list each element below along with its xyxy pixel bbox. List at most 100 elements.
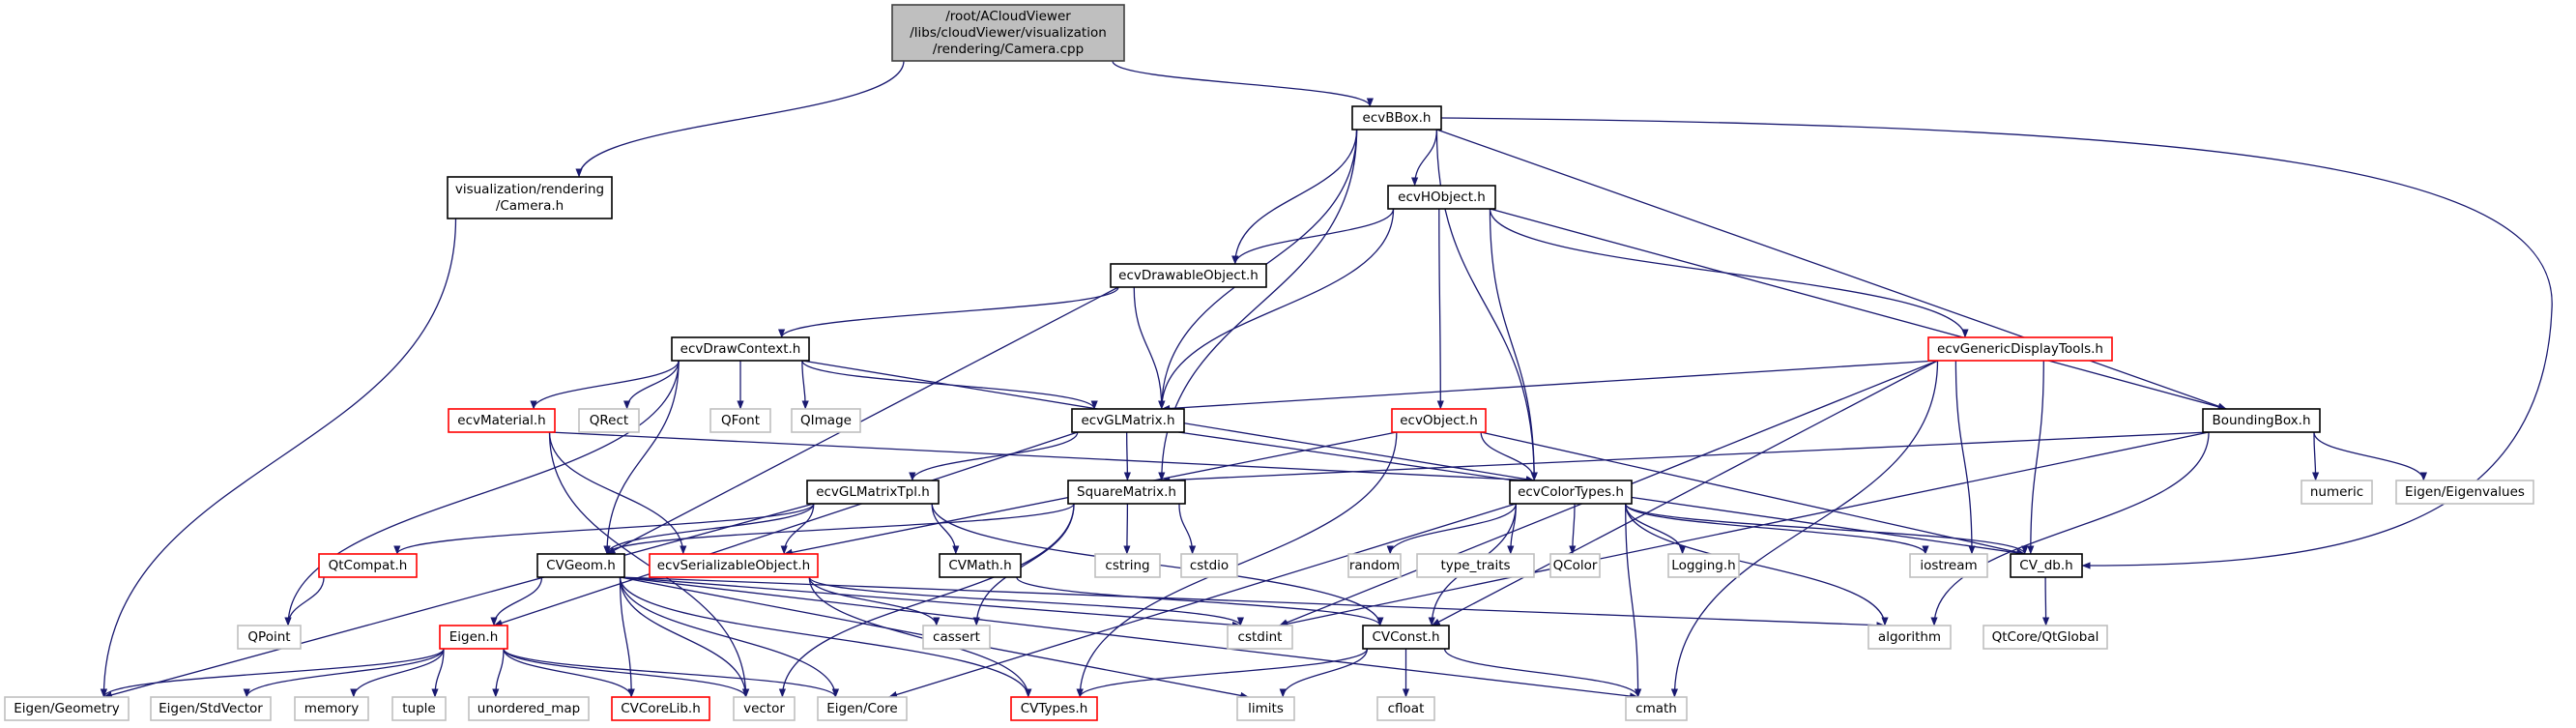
- node-box: [1983, 625, 2108, 650]
- edge-ecvhobject-to-ecvdrawableobject: [1231, 208, 1395, 265]
- node-ecvserializableobject[interactable]: ecvSerializableObject.h: [649, 553, 819, 578]
- edge-ecvbbox-to-boundingbox: [1436, 129, 2227, 410]
- node-label: ecvBBox.h: [1363, 110, 1432, 126]
- node-box: [294, 696, 369, 721]
- node-ecvgenericdisplaytools[interactable]: ecvGenericDisplayTools.h: [1927, 336, 2113, 362]
- node-label: CVConst.h: [1372, 629, 1439, 645]
- edge-ecvdrawcontext-to-qimage: [801, 360, 809, 410]
- node-logging: Logging.h: [1667, 553, 1740, 578]
- edge-qtcompat-to-qpoint: [284, 576, 325, 626]
- node-boundingbox[interactable]: BoundingBox.h: [2202, 408, 2321, 433]
- edge-ecvhobject-to-ecvobject: [1436, 208, 1444, 410]
- node-label: iostream: [1920, 558, 1977, 573]
- node-label: QImage: [800, 413, 852, 428]
- edge-ecvbbox-to-ecvhobject: [1411, 129, 1438, 187]
- edge-cvmath-to-cvconst: [1016, 576, 1384, 626]
- edge-ecvmaterial-to-ecvserializableobject: [548, 431, 687, 555]
- node-box: [1867, 625, 1952, 650]
- edge-ecvobject-to-ecvcolortypes: [1480, 431, 1538, 481]
- node-qfont: QFont: [709, 408, 771, 433]
- node-box: [237, 625, 302, 650]
- edge-ecvdrawableobject-to-ecvglmatrix: [1133, 286, 1166, 410]
- node-label: QFont: [721, 413, 760, 428]
- node-qtcompat[interactable]: QtCompat.h: [318, 553, 418, 578]
- node-label: /Camera.h: [496, 198, 564, 214]
- node-qtglobal: QtCore/QtGlobal: [1983, 625, 2108, 650]
- edge-squarematrix-to-cstdio: [1178, 503, 1197, 555]
- node-box: [2395, 480, 2534, 505]
- edge-eigenh-to-vector: [503, 648, 750, 698]
- edge-cvconst-to-cvtypes: [1076, 648, 1369, 698]
- node-label: /root/ACloudViewer: [945, 9, 1071, 24]
- node-camera-h[interactable]: visualization/rendering/Camera.h: [447, 176, 613, 219]
- node-box: [468, 696, 590, 721]
- node-root[interactable]: /root/ACloudViewer/libs/cloudViewer/visu…: [891, 4, 1125, 62]
- nodes-layer: /root/ACloudViewer/libs/cloudViewer/visu…: [4, 4, 2534, 721]
- node-label: Eigen/Core: [826, 701, 898, 716]
- node-label: cassert: [933, 629, 980, 645]
- node-ecvglmatrix[interactable]: ecvGLMatrix.h: [1071, 408, 1185, 433]
- node-box: [1509, 480, 1633, 505]
- edge-cvgeom-to-cstdint: [620, 576, 1241, 628]
- edge-eigenh-to-eigencore: [503, 648, 839, 698]
- node-ecvdrawcontext[interactable]: ecvDrawContext.h: [671, 336, 810, 362]
- node-ecvbbox[interactable]: ecvBBox.h: [1351, 105, 1442, 131]
- node-label: tuple: [402, 701, 435, 716]
- node-label: ecvDrawableObject.h: [1118, 268, 1259, 283]
- node-type-traits: type_traits: [1416, 553, 1535, 578]
- node-cvgeom[interactable]: CVGeom.h: [536, 553, 625, 578]
- node-ecvglmatrixtpl[interactable]: ecvGLMatrixTpl.h: [806, 480, 940, 505]
- node-box: [1391, 408, 1487, 433]
- edge-ecvcolortypes-to-random: [1386, 503, 1517, 555]
- node-box: [1180, 553, 1238, 578]
- node-ecvdrawableobject[interactable]: ecvDrawableObject.h: [1110, 263, 1267, 288]
- node-box: [318, 553, 418, 578]
- edge-ecvglmatrixtpl-to-cvgeom: [603, 503, 815, 555]
- edge-ecvhobject-to-ecvcolortypes: [1489, 208, 1538, 481]
- edge-ecvglmatrix-to-eigenh: [493, 431, 1079, 626]
- edge-eigenh-to-unordered-map: [492, 648, 505, 698]
- node-box: [1927, 336, 2113, 362]
- node-squarematrix[interactable]: SquareMatrix.h: [1067, 480, 1186, 505]
- node-label: cstring: [1105, 558, 1149, 573]
- edge-boundingbox-to-algorithm: [1930, 431, 2210, 626]
- node-cvconst[interactable]: CVConst.h: [1362, 625, 1450, 650]
- node-box: [1376, 696, 1435, 721]
- node-label: Eigen.h: [449, 629, 499, 645]
- node-box: [1625, 696, 1688, 721]
- node-eigenh[interactable]: Eigen.h: [439, 625, 508, 650]
- edge-ecvbbox-to-squarematrix: [1158, 129, 1358, 481]
- edge-squarematrix-to-cstring: [1123, 503, 1131, 555]
- node-box: [1094, 553, 1161, 578]
- node-label: CV_db.h: [2019, 558, 2072, 573]
- node-cvcorelib[interactable]: CVCoreLib.h: [611, 696, 710, 721]
- node-cv-db[interactable]: CV_db.h: [2010, 553, 2083, 578]
- node-box: [1236, 696, 1295, 721]
- node-eigencore: Eigen/Core: [817, 696, 908, 721]
- node-box: [2010, 553, 2083, 578]
- node-box: [922, 625, 991, 650]
- edge-ecvgenericdisplaytools-to-cmath: [1670, 360, 1939, 698]
- node-label: Eigen/StdVector: [159, 701, 263, 716]
- edge-ecvglmatrix-to-ecvglmatrixtpl: [909, 431, 1079, 481]
- edge-ecvobject-to-cvtypes: [1076, 431, 1398, 698]
- edge-ecvserializableobject-to-cstdint: [808, 576, 1244, 626]
- node-ecvmaterial[interactable]: ecvMaterial.h: [448, 408, 556, 433]
- edge-ecvcolortypes-to-logging: [1625, 503, 1687, 555]
- node-box: [2202, 408, 2321, 433]
- edge-squarematrix-to-cvgeom: [603, 503, 1075, 555]
- edge-ecvhobject-to-boundingbox: [1490, 208, 2227, 411]
- node-label: CVMath.h: [948, 558, 1011, 573]
- node-cvtypes[interactable]: CVTypes.h: [1010, 696, 1098, 721]
- node-box: [817, 696, 908, 721]
- node-box: [649, 553, 819, 578]
- node-ecvhobject[interactable]: ecvHObject.h: [1387, 185, 1496, 210]
- node-ecvobject[interactable]: ecvObject.h: [1391, 408, 1487, 433]
- node-tuple: tuple: [391, 696, 447, 721]
- edge-ecvcolortypes-to-cv-db: [1625, 503, 2029, 555]
- node-cvmath[interactable]: CVMath.h: [939, 553, 1022, 578]
- node-label: numeric: [2310, 484, 2363, 500]
- node-label: SquareMatrix.h: [1077, 484, 1176, 500]
- node-label: cmath: [1635, 701, 1677, 716]
- node-ecvcolortypes[interactable]: ecvColorTypes.h: [1509, 480, 1633, 505]
